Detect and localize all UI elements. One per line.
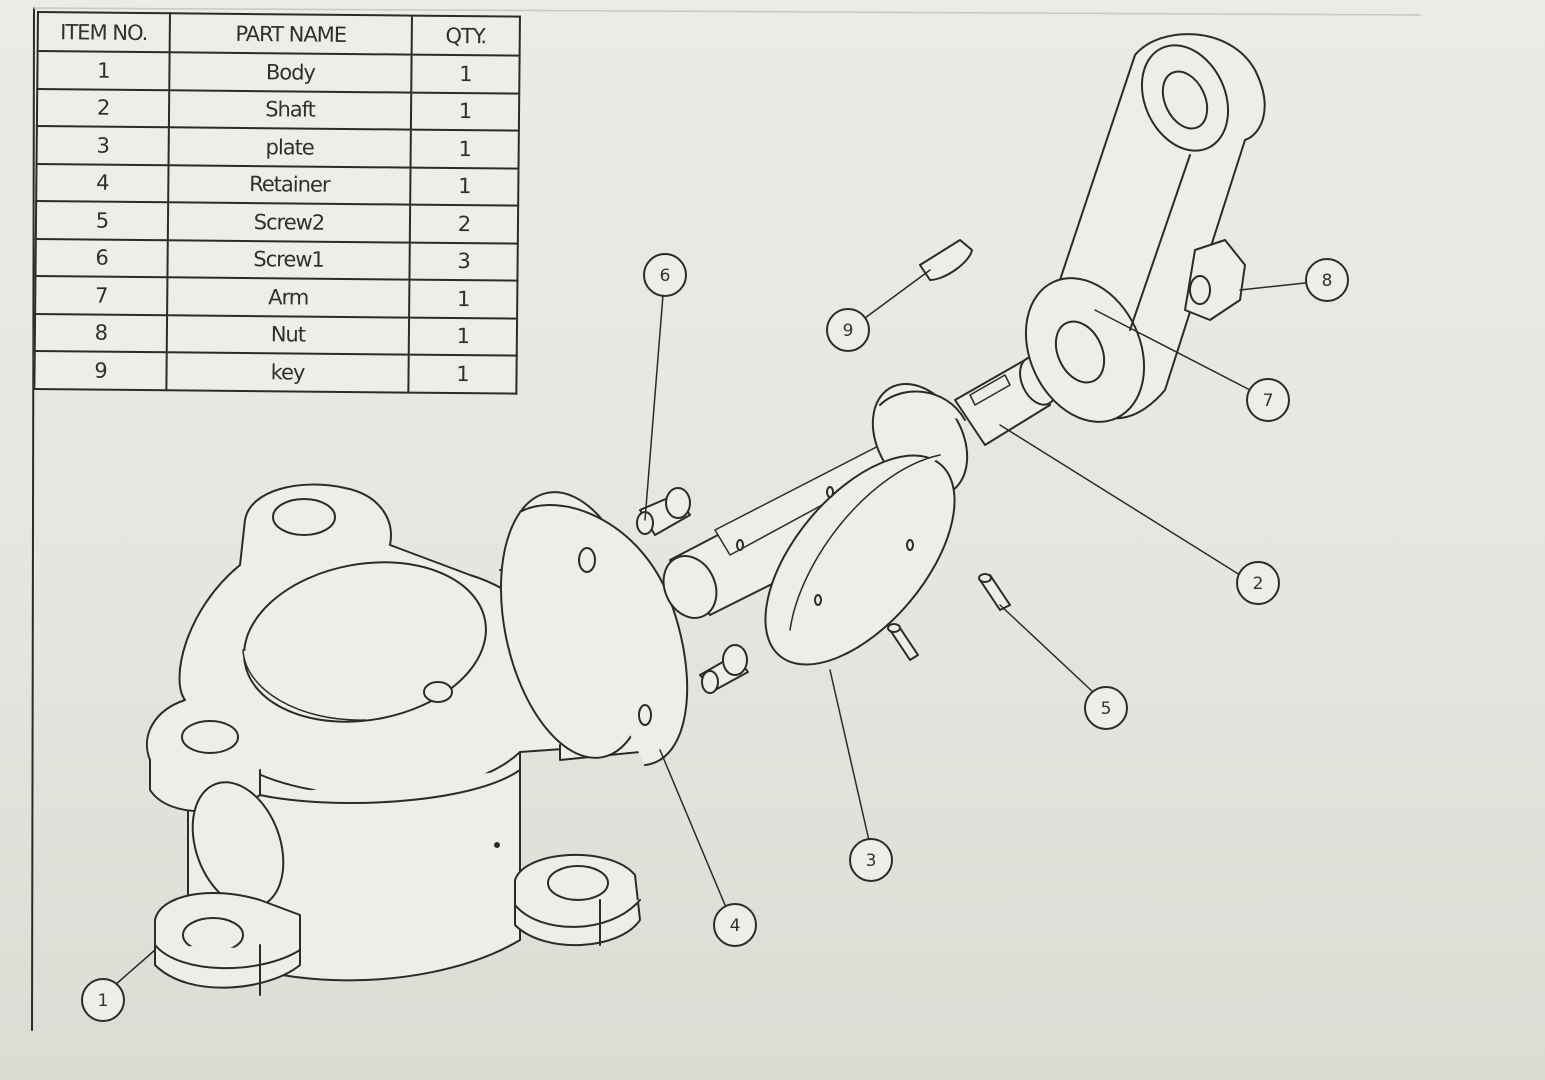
leader-lines — [114, 269, 1306, 986]
sheet-border — [31, 7, 1421, 1031]
balloon-1: 1 — [81, 978, 125, 1022]
bom-qty: 1 — [410, 129, 519, 169]
balloon-4: 4 — [713, 903, 757, 947]
balloon-7: 7 — [1246, 378, 1290, 422]
bom-part-name: Retainer — [168, 164, 411, 205]
bom-qty: 1 — [411, 54, 520, 94]
part-body — [145, 483, 644, 996]
bom-item-no: 9 — [34, 350, 167, 390]
bom-part-name: Screw1 — [167, 239, 410, 280]
svg-text:5: 5 — [1101, 699, 1112, 719]
bom-header-part-name: PART NAME — [169, 13, 412, 55]
bom-header-row: ITEM NO. PART NAME QTY. — [37, 12, 520, 56]
bom-part-name: Shaft — [168, 89, 412, 130]
bom-header-item-no: ITEM NO. — [37, 12, 170, 53]
bom-part-name: Nut — [166, 314, 410, 355]
svg-text:8: 8 — [1322, 271, 1333, 291]
bom-item-no: 4 — [36, 163, 169, 203]
svg-text:7: 7 — [1263, 391, 1274, 411]
part-retainer — [499, 491, 689, 766]
balloon-8: 8 — [1305, 258, 1349, 302]
bom-part-name: Body — [169, 52, 412, 93]
balloon-3: 3 — [849, 838, 893, 882]
bom-item-no: 8 — [34, 313, 168, 353]
svg-text:3: 3 — [866, 851, 877, 871]
part-arm — [1024, 33, 1266, 423]
svg-text:1: 1 — [98, 991, 109, 1011]
balloon-5: 5 — [1084, 686, 1128, 730]
part-key — [919, 239, 973, 281]
balloon-6: 6 — [643, 253, 687, 297]
bom-header-qty: QTY. — [411, 15, 520, 56]
bom-qty: 1 — [408, 317, 518, 356]
bom-qty: 1 — [410, 92, 520, 131]
bom-part-name: Screw2 — [167, 202, 411, 243]
bom-qty: 3 — [409, 242, 518, 281]
bom-item-no: 5 — [35, 201, 169, 240]
bom-item-no: 7 — [35, 275, 168, 315]
bom-qty: 2 — [409, 204, 519, 244]
part-plate — [736, 454, 956, 666]
bom-qty: 1 — [409, 279, 518, 319]
svg-text:6: 6 — [660, 266, 671, 286]
svg-text:4: 4 — [730, 916, 741, 936]
part-nut — [1184, 239, 1246, 321]
bom-item-no: 3 — [36, 126, 169, 165]
bom-item-no: 1 — [37, 51, 170, 90]
part-screw2 — [887, 573, 1011, 661]
balloon-2: 2 — [1236, 561, 1280, 605]
bom-part-name: Arm — [167, 277, 410, 318]
part-screw1 — [636, 487, 749, 694]
bom-item-no: 2 — [36, 88, 170, 128]
bom-qty: 1 — [410, 167, 519, 206]
bom-item-no: 6 — [35, 238, 168, 278]
svg-text:2: 2 — [1253, 574, 1264, 594]
balloon-9: 9 — [826, 308, 870, 352]
bom-qty: 1 — [408, 354, 517, 394]
svg-text:9: 9 — [843, 321, 854, 341]
bom-part-name: plate — [168, 127, 411, 168]
bom-part-name: key — [166, 352, 409, 393]
